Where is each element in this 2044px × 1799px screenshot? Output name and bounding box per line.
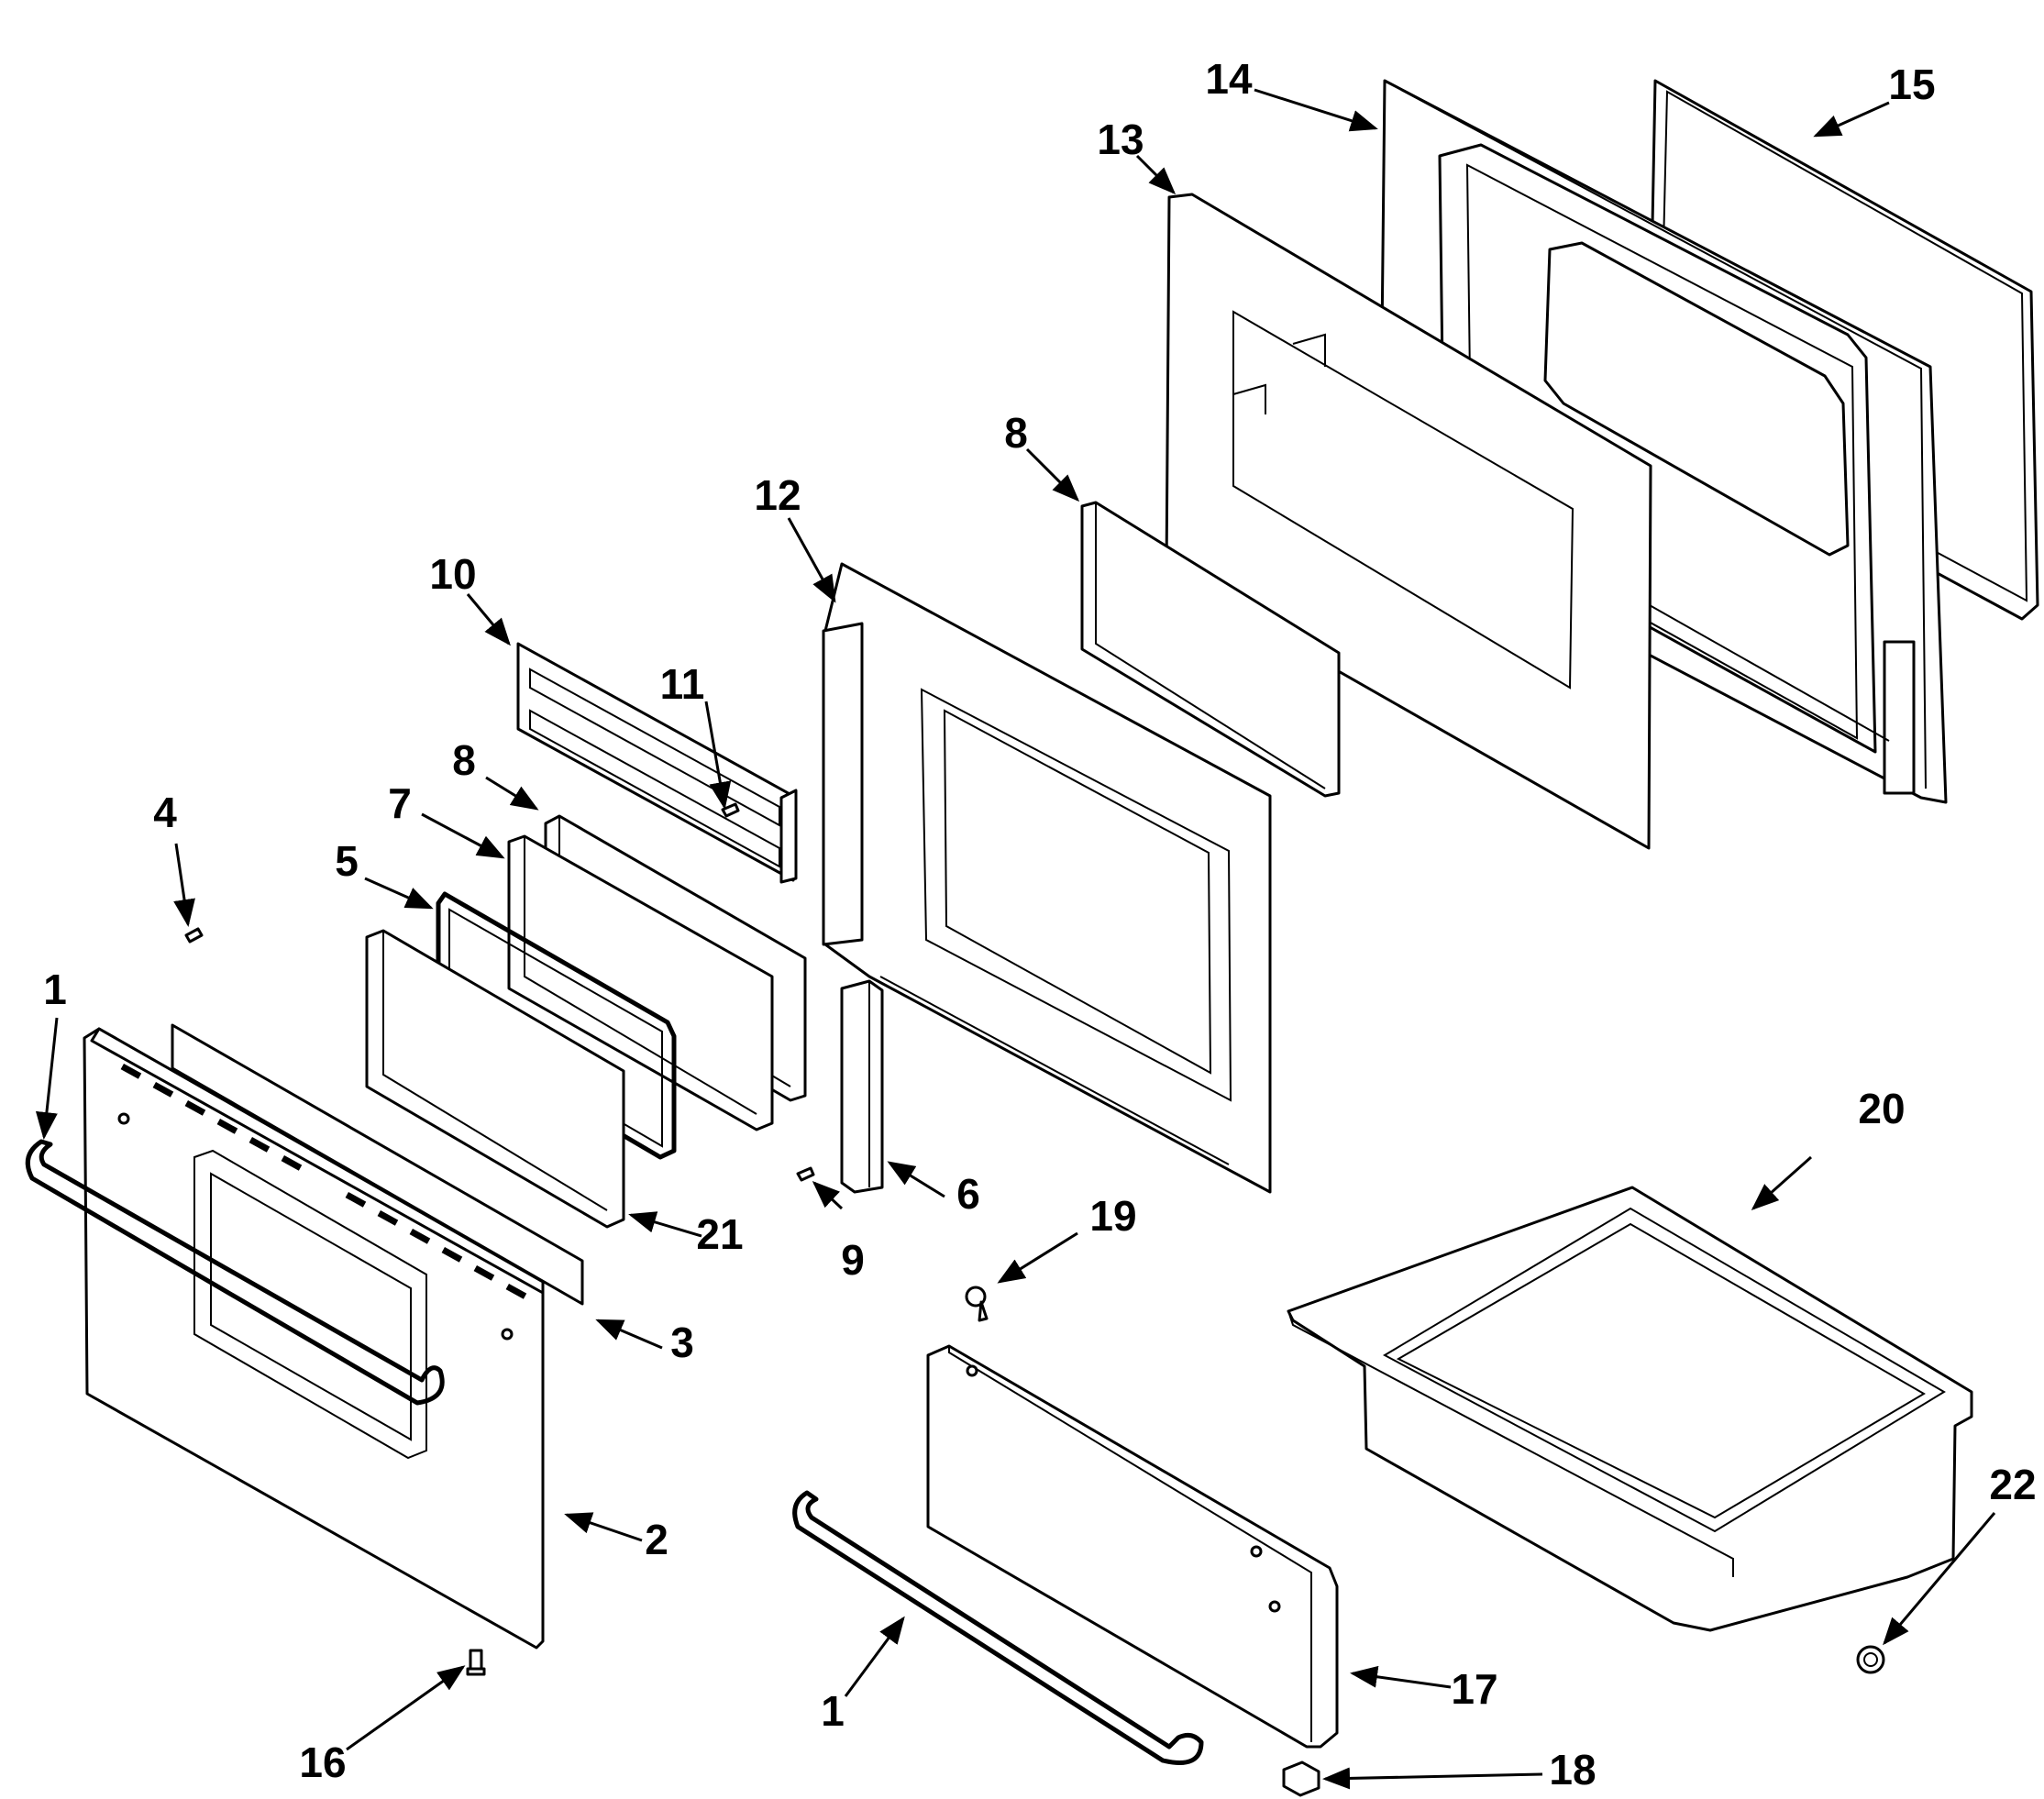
callout-6: 6 (956, 1170, 980, 1218)
part-14-inner-door-liner (1378, 79, 1948, 804)
callout-21: 21 (696, 1210, 743, 1258)
part-22-foot (1856, 1645, 1885, 1674)
part-2-outer-door (83, 1027, 545, 1650)
part-3-vent-strip (171, 1023, 584, 1306)
callout-8-lower: 8 (452, 736, 476, 784)
callout-labels: 14 15 13 8 12 10 11 8 7 5 4 1 21 3 6 9 1… (43, 55, 2036, 1793)
callout-18: 18 (1549, 1746, 1596, 1793)
leader-lines (35, 88, 1996, 1790)
part-12-door-inner-panel (822, 562, 1272, 1194)
callout-8-upper: 8 (1004, 409, 1028, 457)
callout-20: 20 (1858, 1085, 1905, 1132)
part-1-door-handle (25, 1139, 445, 1406)
callout-16: 16 (299, 1738, 346, 1786)
callout-14: 14 (1205, 55, 1253, 103)
callout-7: 7 (388, 779, 412, 827)
callout-15: 15 (1888, 61, 1935, 108)
part-19-screw (965, 1286, 989, 1322)
part-11-screw (721, 802, 740, 818)
callout-17: 17 (1451, 1665, 1497, 1713)
part-20-drawer (1287, 1186, 1973, 1632)
callout-4: 4 (153, 789, 177, 836)
part-1-drawer-handle (792, 1490, 1204, 1765)
callout-2: 2 (645, 1516, 668, 1563)
callout-3: 3 (670, 1319, 694, 1366)
callout-19: 19 (1089, 1192, 1136, 1240)
callout-1-drawer: 1 (821, 1687, 845, 1735)
callout-10: 10 (429, 550, 476, 598)
callout-5: 5 (335, 837, 359, 885)
callout-22: 22 (1989, 1461, 2036, 1508)
part-9-screw (796, 1166, 815, 1182)
part-21-glass (365, 929, 625, 1229)
callout-13: 13 (1097, 116, 1144, 163)
callout-1-door: 1 (43, 966, 67, 1013)
part-16-screw (466, 1649, 486, 1676)
callout-12: 12 (754, 471, 801, 519)
part-6-hinge-bracket (840, 979, 884, 1194)
callout-9: 9 (841, 1236, 865, 1284)
part-10-bracket (516, 642, 798, 884)
part-18-foot (1282, 1760, 1320, 1797)
part-4-screw (184, 927, 204, 944)
vent-slots (120, 1064, 527, 1299)
part-8-upper-glass (1080, 501, 1341, 798)
part-17-drawer-front (926, 1344, 1339, 1749)
part-7-glass (507, 834, 774, 1131)
part-13-door-panel (1165, 193, 1652, 850)
callout-11: 11 (660, 660, 705, 708)
